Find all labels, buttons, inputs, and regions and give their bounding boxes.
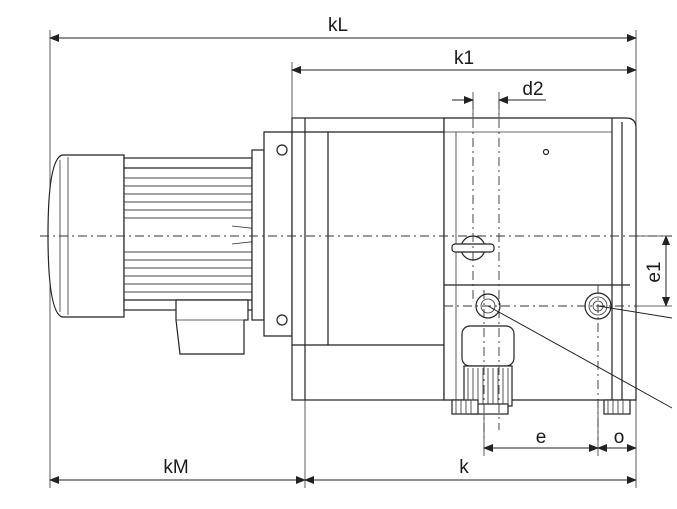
- dim-label-kL: kL: [328, 15, 348, 36]
- adapter-flange: [263, 131, 293, 337]
- dim-label-e1: e1: [644, 261, 665, 282]
- center-lines: [40, 100, 672, 440]
- motor-flange: [251, 149, 265, 321]
- dim-label-kM: kM: [163, 457, 188, 478]
- dim-label-k: k: [459, 457, 469, 478]
- motor: [47, 131, 293, 355]
- dim-label-d2: d2: [522, 79, 543, 100]
- leader-lines: [487, 305, 673, 409]
- dim-label-k1: k1: [454, 48, 474, 69]
- dim-label-o: o: [614, 427, 625, 448]
- dimension-lines: [49, 34, 670, 484]
- pump-feet: [451, 399, 631, 415]
- vent-screw: [542, 148, 550, 156]
- exhaust-nozzle: [461, 325, 515, 415]
- motor-housing: [123, 157, 253, 311]
- dim-label-e: e: [536, 427, 547, 448]
- terminal-box: [175, 299, 249, 355]
